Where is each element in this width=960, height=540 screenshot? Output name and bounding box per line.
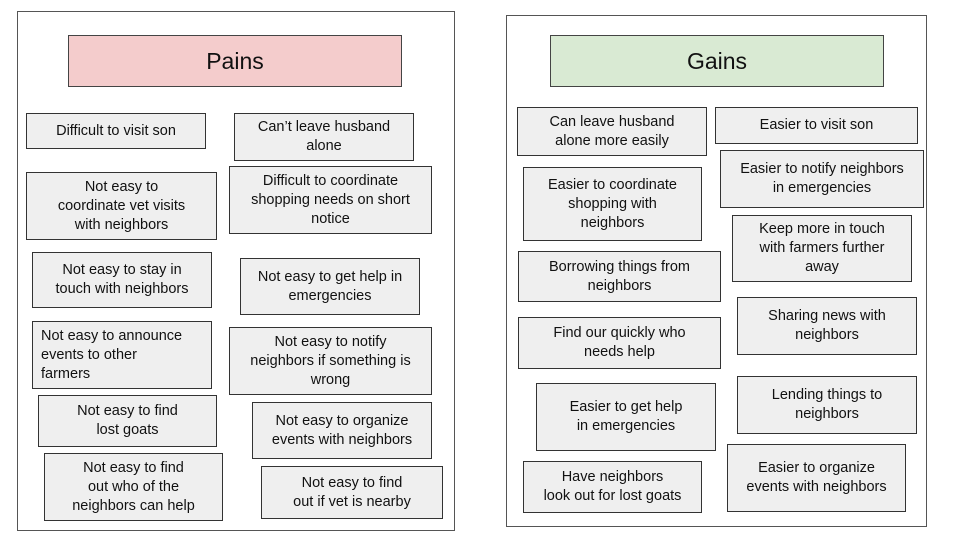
- pain-note: Not easy to announce events to other far…: [32, 321, 212, 389]
- gain-note: Find our quickly who needs help: [518, 317, 721, 369]
- pain-note: Not easy to find lost goats: [38, 395, 217, 447]
- pain-note: Not easy to notify neighbors if somethin…: [229, 327, 432, 395]
- pains-header: Pains: [68, 35, 402, 87]
- gain-note: Can leave husband alone more easily: [517, 107, 707, 156]
- gain-note: Lending things to neighbors: [737, 376, 917, 434]
- pain-note: Not easy to find out if vet is nearby: [261, 466, 443, 519]
- gain-note: Sharing news with neighbors: [737, 297, 917, 355]
- pain-note: Can’t leave husband alone: [234, 113, 414, 161]
- gain-note: Keep more in touch with farmers further …: [732, 215, 912, 282]
- gain-note: Easier to organize events with neighbors: [727, 444, 906, 512]
- pain-note: Not easy to find out who of the neighbor…: [44, 453, 223, 521]
- pain-note: Not easy to coordinate vet visits with n…: [26, 172, 217, 240]
- gain-note: Easier to visit son: [715, 107, 918, 144]
- pain-note: Difficult to coordinate shopping needs o…: [229, 166, 432, 234]
- pain-note: Not easy to stay in touch with neighbors: [32, 252, 212, 308]
- gain-note: Easier to coordinate shopping with neigh…: [523, 167, 702, 241]
- pain-note: Not easy to organize events with neighbo…: [252, 402, 432, 459]
- gain-note: Easier to notify neighbors in emergencie…: [720, 150, 924, 208]
- gain-note: Easier to get help in emergencies: [536, 383, 716, 451]
- gain-note: Borrowing things from neighbors: [518, 251, 721, 302]
- pain-note: Difficult to visit son: [26, 113, 206, 149]
- gain-note: Have neighbors look out for lost goats: [523, 461, 702, 513]
- gains-header: Gains: [550, 35, 884, 87]
- pain-note: Not easy to get help in emergencies: [240, 258, 420, 315]
